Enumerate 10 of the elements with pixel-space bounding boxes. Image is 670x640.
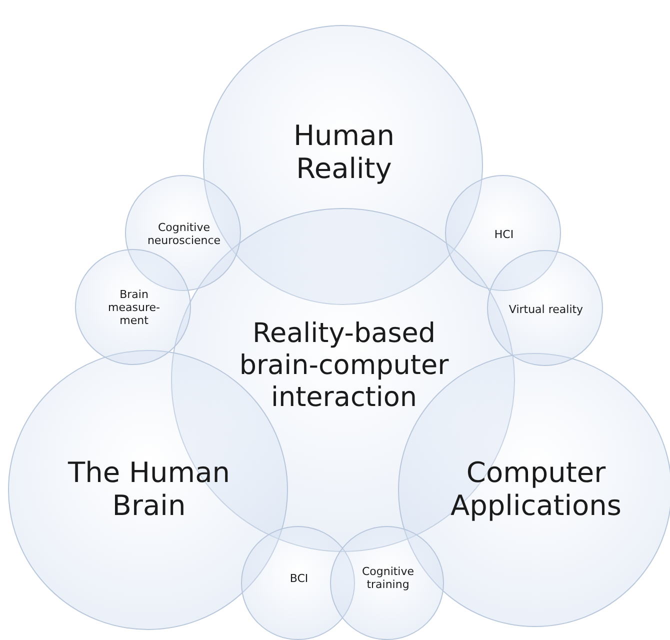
circle-label: The Human Brain: [66, 456, 231, 523]
circle-label: Virtual reality: [508, 302, 584, 316]
circle-label: Human Reality: [292, 118, 396, 186]
circle-label: Brain measure-ment: [107, 288, 161, 328]
circle-label: HCI: [493, 228, 515, 241]
circle-label: Cognitive training: [360, 565, 416, 592]
circle-label: BCI: [288, 572, 310, 585]
circle-label: Cognitive neuroscience: [146, 221, 222, 248]
circle-label: Reality-based brain-computer interaction: [238, 318, 450, 415]
circle-label: Computer Applications: [449, 456, 623, 523]
